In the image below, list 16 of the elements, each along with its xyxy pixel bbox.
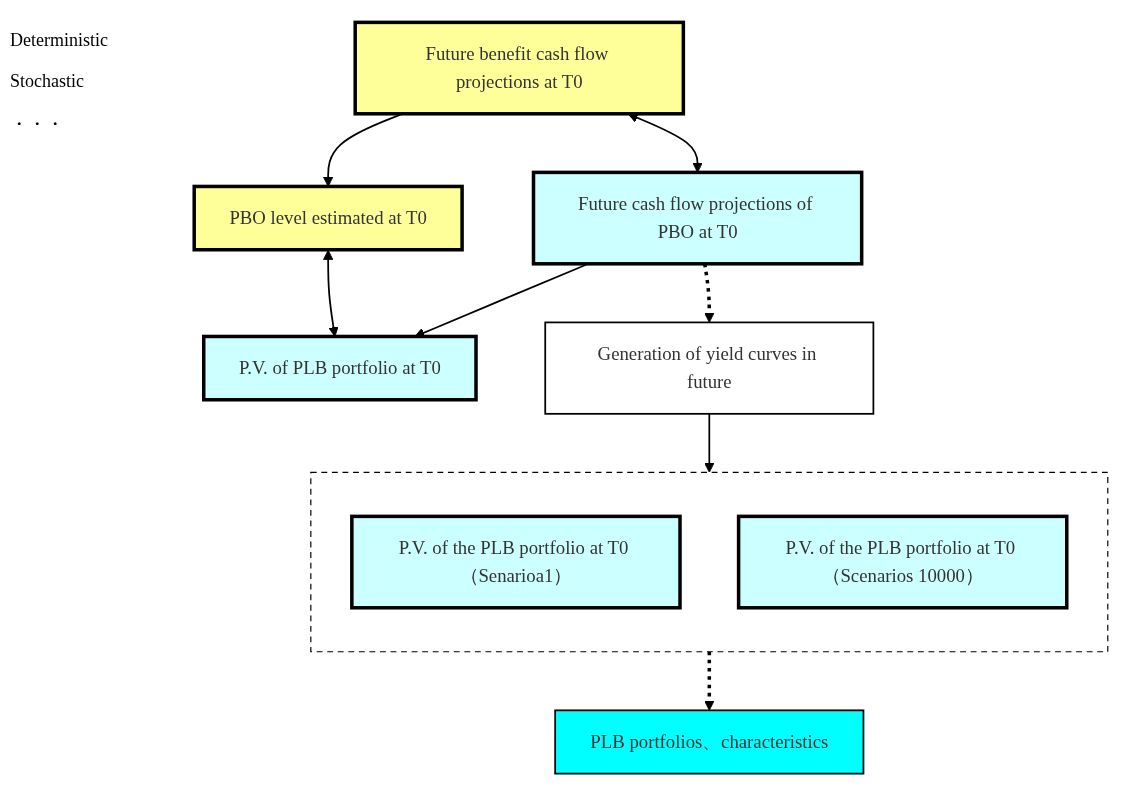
arrow [704,412,715,473]
node-box: Future benefit cash flow projections at T0 [353,20,686,116]
section-label: ・・・ [10,113,65,136]
arrow [323,249,339,337]
node-box: P.V. of PLB portfolio at T0 [202,334,478,402]
node-box: PBO level estimated at T0 [192,184,464,252]
node-box: Generation of yield curves in future [544,321,875,415]
arrow [704,651,715,711]
node-box: PLB portfolios、characteristics [554,709,865,775]
node-box: Future cash flow projections of PBO at T0 [531,170,864,266]
section-label: Deterministic [10,30,109,51]
arrow [703,263,715,323]
node-box: P.V. of the PLB portfolio at T0 （Scenarios 10000） [736,514,1069,610]
node-box: P.V. of the PLB portfolio at T0 （Senarioa1） [350,514,682,610]
section-label: Stochastic [10,71,85,92]
cluster [310,471,1109,653]
